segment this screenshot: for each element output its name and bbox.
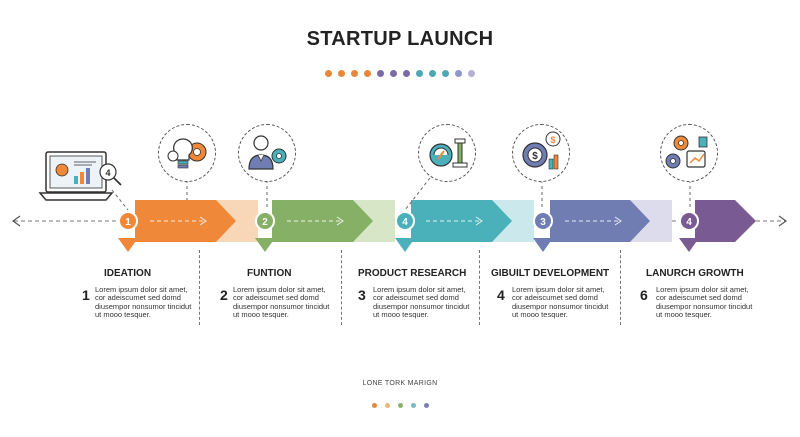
research-circle xyxy=(418,124,476,182)
lightbulb-gear-circle xyxy=(158,124,216,182)
left-arrow-icon xyxy=(11,215,21,227)
right-arrow-icon xyxy=(778,215,788,227)
step-badge-5 xyxy=(679,211,699,231)
title-dot xyxy=(364,70,371,77)
title-dot xyxy=(442,70,449,77)
page-title: STARTUP LAUNCH xyxy=(306,28,494,50)
footer-label: LONE TORK MARIGN xyxy=(362,380,438,387)
step-description: Lorem ipsum dolor sit amet, cor adeiscum… xyxy=(233,285,330,320)
step-title-ideation: IDEATION xyxy=(104,268,152,279)
connector-1 xyxy=(111,189,129,211)
down-marker-2 xyxy=(255,238,275,252)
footer-dot xyxy=(423,403,429,408)
step-description: Lorem ipsum dolor sit amet, cor adeiscum… xyxy=(373,285,470,320)
down-marker-1 xyxy=(118,238,138,252)
step-number: 6 xyxy=(640,287,648,303)
step-badge-2 xyxy=(255,211,275,231)
step-title-funtion: FUNTION xyxy=(247,268,292,279)
step-badge-5-label: 4 xyxy=(686,217,692,228)
step-number: 3 xyxy=(358,287,366,303)
lightbulb-gear-icon xyxy=(167,138,207,169)
step-badge-4 xyxy=(533,211,553,231)
step-badge-3-label: 4 xyxy=(402,217,408,228)
title-dot xyxy=(390,70,397,77)
step-badge-3 xyxy=(395,211,415,231)
title-dot xyxy=(377,70,384,77)
title-dot xyxy=(416,70,423,77)
step-number: 2 xyxy=(220,287,228,303)
title-dot xyxy=(429,70,436,77)
gears-growth-circle xyxy=(660,124,718,182)
footer-dot xyxy=(397,403,403,408)
footer-dot xyxy=(410,403,416,408)
step-number: 1 xyxy=(82,287,90,303)
step-title-product-research: PRODUCT RESEARCH xyxy=(358,268,467,279)
step-divider xyxy=(341,250,342,325)
step-description: Lorem ipsum dolor sit amet, cor adeiscum… xyxy=(95,285,192,320)
chevron-arrow-5 xyxy=(695,200,756,242)
research-tools-icon xyxy=(429,138,468,168)
step-description: Lorem ipsum dolor sit amet, cor adeiscum… xyxy=(512,285,609,320)
step-title-development: GIBUILT DEVELOPMENT xyxy=(491,268,610,279)
step-badge-4-label: 3 xyxy=(540,217,546,228)
person-gear-icon xyxy=(248,135,287,170)
inner-arrow-3 xyxy=(475,216,483,226)
title-dot xyxy=(468,70,475,77)
down-marker-3 xyxy=(395,238,415,252)
title-dot xyxy=(403,70,410,77)
title-dots xyxy=(0,64,800,82)
person-gear-circle xyxy=(238,124,296,182)
down-marker-4 xyxy=(533,238,553,252)
money-gear-icon: $ $ xyxy=(522,131,561,170)
svg-text:$: $ xyxy=(550,135,555,145)
laptop-badge-label: 4 xyxy=(105,168,110,178)
gears-growth-icon xyxy=(665,135,708,169)
title-dot xyxy=(351,70,358,77)
step-description: Lorem ipsum dolor sit amet, cor adeiscum… xyxy=(656,285,753,320)
footer-dots xyxy=(0,395,800,413)
step-number: 4 xyxy=(497,287,505,303)
inner-arrow-1 xyxy=(199,216,207,226)
title-dot xyxy=(325,70,332,77)
footer-dot xyxy=(371,403,377,408)
footer-dot xyxy=(384,403,390,408)
step-divider xyxy=(479,250,480,325)
step-badge-1-label: 1 xyxy=(125,217,131,228)
step-title-launch-growth: LANURCH GROWTH xyxy=(646,268,744,279)
title-dot xyxy=(338,70,345,77)
step-badge-1 xyxy=(118,211,138,231)
svg-text:$: $ xyxy=(532,151,538,162)
laptop-analytics-icon xyxy=(38,151,122,201)
down-marker-5 xyxy=(679,238,699,252)
title-dot xyxy=(455,70,462,77)
connector-4 xyxy=(404,177,431,211)
step-divider xyxy=(620,250,621,325)
inner-arrow-2 xyxy=(336,216,344,226)
step-divider xyxy=(199,250,200,325)
step-badge-2-label: 2 xyxy=(262,217,268,228)
inner-arrow-4 xyxy=(614,216,622,226)
money-gear-circle: $ $ xyxy=(512,124,570,182)
